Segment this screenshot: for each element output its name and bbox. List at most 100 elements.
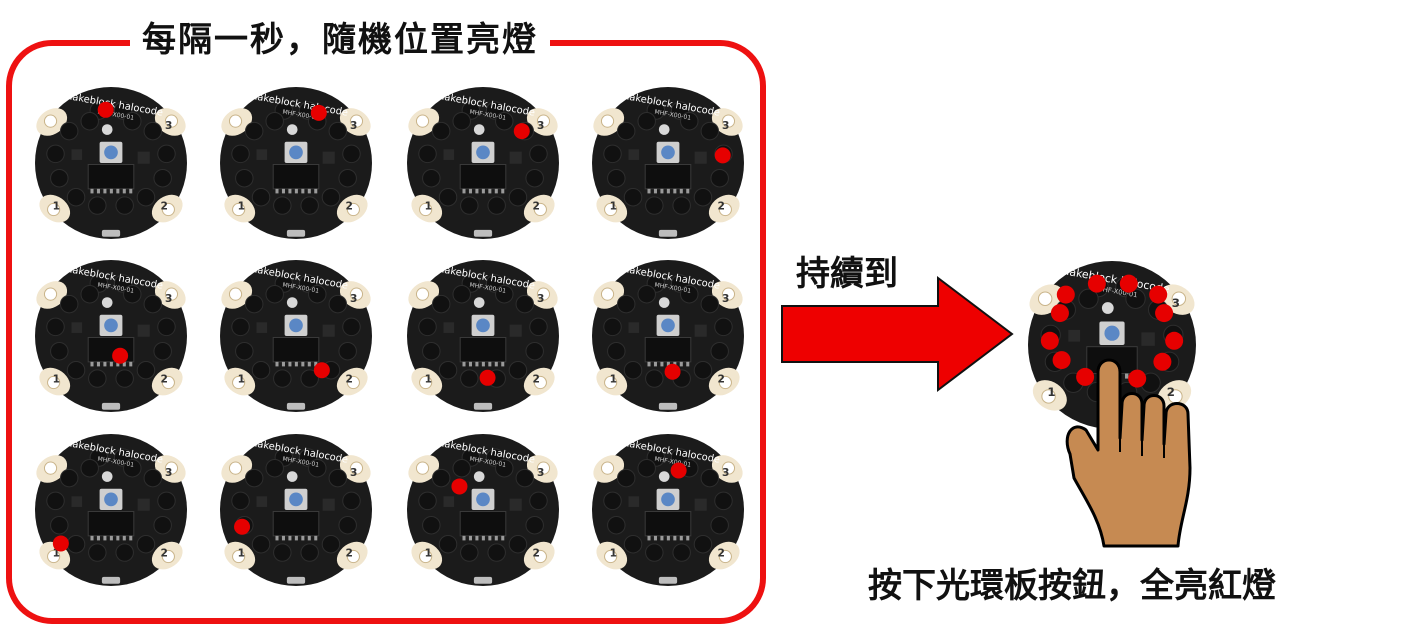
chip-pin — [1125, 373, 1129, 379]
led-off — [452, 284, 471, 304]
component-icon — [71, 322, 83, 333]
chip-pin — [679, 361, 683, 367]
led-off — [80, 284, 99, 304]
button-icon — [289, 492, 303, 507]
led-off — [525, 515, 544, 535]
chip-pin — [481, 188, 485, 194]
pad-hole-icon — [718, 202, 732, 217]
led-on — [52, 535, 69, 552]
button-icon — [104, 145, 118, 160]
button-icon — [476, 318, 490, 333]
led-off — [460, 196, 479, 215]
chip-pin — [129, 361, 133, 367]
pad-number-label: 3 — [1172, 296, 1180, 310]
pad-hole-icon — [164, 461, 179, 475]
pad-number-label: 3 — [537, 119, 544, 132]
component-icon — [628, 322, 640, 333]
chip-pin — [281, 535, 285, 541]
usb-port-icon — [101, 229, 121, 237]
chip-pin — [288, 535, 292, 541]
pad-number-label: 3 — [165, 466, 172, 479]
led-off — [231, 317, 250, 337]
led-on — [310, 104, 327, 121]
chip-pin — [314, 188, 318, 194]
hand-shape — [1065, 358, 1192, 548]
led-off — [143, 468, 163, 488]
led-off — [645, 543, 664, 562]
led-off — [529, 317, 548, 337]
light-sensor-icon — [473, 471, 485, 482]
led-off — [422, 515, 441, 535]
led-off — [46, 144, 65, 164]
pad-number-label: 2 — [160, 546, 167, 559]
led-off — [338, 515, 357, 535]
component-icon — [443, 149, 455, 160]
led-on — [112, 347, 129, 364]
pad-hole-icon — [419, 202, 433, 217]
pad-number-label: 1 — [610, 199, 617, 212]
led-off — [603, 317, 622, 337]
component-icon — [443, 496, 455, 507]
chip-pin — [660, 361, 664, 367]
chip-pin — [109, 535, 113, 541]
pad-hole-icon — [415, 287, 430, 301]
component-icon — [322, 498, 335, 511]
pad-hole-icon — [533, 549, 547, 564]
pad-number-label: 2 — [1167, 385, 1175, 399]
pad-number-label: 2 — [160, 372, 167, 385]
led-off — [460, 543, 479, 562]
pad-number-label: 2 — [717, 199, 724, 212]
component-icon — [137, 324, 150, 337]
led-off — [80, 111, 99, 131]
led-off — [623, 187, 643, 207]
chip-pin — [96, 361, 100, 367]
component-icon — [628, 496, 640, 507]
led-off — [680, 284, 699, 304]
usb-port-icon — [286, 402, 306, 410]
pad-number-label: 3 — [165, 292, 172, 305]
led-off — [265, 284, 284, 304]
led-off — [710, 515, 729, 535]
led-off — [273, 196, 292, 215]
pad-number-label: 2 — [345, 546, 352, 559]
pad-hole-icon — [346, 202, 360, 217]
led-on — [1050, 304, 1069, 323]
pad-hole-icon — [228, 114, 243, 128]
led-off — [623, 360, 643, 380]
led-off — [515, 468, 535, 488]
pad-number-label: 2 — [532, 546, 539, 559]
led-off — [418, 317, 437, 337]
pad-number-label: 1 — [238, 546, 245, 559]
led-off — [321, 534, 341, 554]
component-icon — [443, 322, 455, 333]
chip-pin — [686, 361, 690, 367]
usb-port-icon — [473, 576, 493, 584]
chip-pin — [307, 535, 311, 541]
led-off — [508, 360, 528, 380]
pad-hole-icon — [349, 287, 364, 301]
chip-pin — [494, 361, 498, 367]
pad-hole-icon — [228, 461, 243, 475]
chip-pin — [301, 188, 305, 194]
chip-pin — [673, 535, 677, 541]
chip-pin — [481, 361, 485, 367]
led-on — [1149, 285, 1168, 304]
pad-number-label: 1 — [425, 546, 432, 559]
chip-pin — [660, 535, 664, 541]
led-off — [231, 144, 250, 164]
chip-pin — [314, 535, 318, 541]
led-off — [59, 468, 79, 488]
pad-number-label: 3 — [722, 466, 729, 479]
pad-hole-icon — [232, 375, 246, 390]
led-off — [672, 196, 691, 215]
chip-pin — [294, 535, 298, 541]
chip-pin — [294, 361, 298, 367]
pad-number-label: 3 — [350, 119, 357, 132]
led-off — [438, 187, 458, 207]
chip-pin — [109, 188, 113, 194]
